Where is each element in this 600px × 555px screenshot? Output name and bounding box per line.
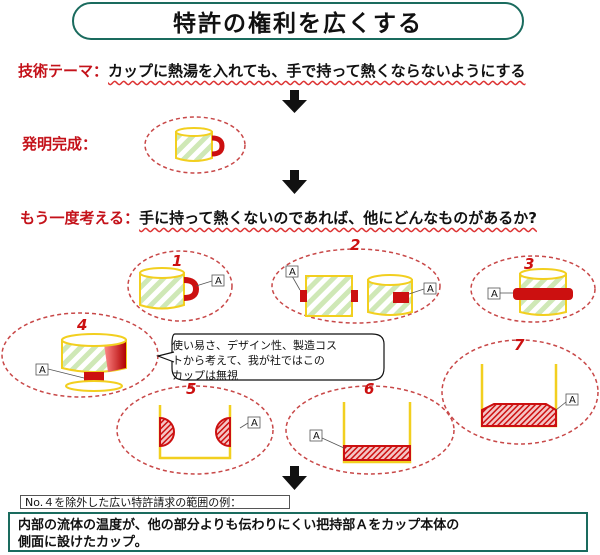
example-4-number: 4: [76, 316, 87, 334]
example-4-illustration: [1, 312, 159, 398]
part-label-a: A: [427, 284, 434, 295]
part-label-a: A: [569, 395, 576, 406]
example-1-illustration: [127, 250, 233, 322]
claim-line: 側面に設けたカップ。: [18, 535, 148, 550]
example-1-number: 1: [172, 252, 182, 270]
part-label-a: A: [39, 365, 46, 376]
example-7-number: 7: [514, 336, 525, 354]
example-6-illustration: [285, 385, 455, 475]
claim-line: 内部の流体の温度が、他の部分よりも伝わりにくい把持部Ａをカップ本体の: [18, 518, 460, 533]
example-6-number: 6: [364, 380, 374, 398]
claim-box: 内部の流体の温度が、他の部分よりも伝わりにくい把持部Ａをカップ本体の 側面に設け…: [8, 512, 588, 552]
example-7-illustration: [441, 339, 599, 445]
part-label-a: A: [289, 267, 296, 278]
part-label-a: A: [251, 418, 258, 429]
consider-label: もう一度考える：: [20, 209, 140, 227]
title-banner: 特許の権利を広くする: [72, 2, 524, 40]
consider-text: 手に持って熱くないのであれば、他にどんなものがあるか?: [139, 209, 537, 227]
claim-heading: No.４を除外した広い特許請求の範囲の例：: [20, 495, 290, 509]
example-5-number: 5: [186, 380, 196, 398]
part-label-a: A: [491, 289, 498, 300]
consider-row: もう一度考える：手に持って熱くないのであれば、他にどんなものがあるか?: [20, 207, 537, 228]
speech-bubble-text: 使い易さ、デザイン性、製造コス トから考えて、我が社ではこの カップは無視: [172, 339, 337, 382]
down-arrow-icon: [282, 466, 307, 490]
part-label-a: A: [215, 276, 222, 287]
invention-label: 発明完成：: [22, 135, 98, 153]
down-arrow-icon: [282, 90, 307, 113]
theme-text: カップに熱湯を入れても、手で持って熱くならないようにする: [108, 62, 526, 80]
down-arrow-icon: [282, 170, 307, 194]
invention-row: 発明完成：: [22, 133, 97, 154]
example-3-number: 3: [524, 255, 534, 273]
example-2-illustration: [271, 248, 441, 324]
speech-bubble-icon: [155, 333, 385, 381]
part-label-a: A: [313, 431, 320, 442]
theme-label: 技術テーマ：: [18, 62, 109, 80]
invention-cup-illustration: [144, 116, 246, 174]
theme-row: 技術テーマ：カップに熱湯を入れても、手で持って熱くならないようにする: [18, 60, 525, 81]
example-2-number: 2: [350, 236, 360, 254]
page-title: 特許の権利を広くする: [173, 11, 423, 37]
example-3-illustration: [470, 255, 596, 323]
example-5-illustration: [116, 385, 274, 475]
